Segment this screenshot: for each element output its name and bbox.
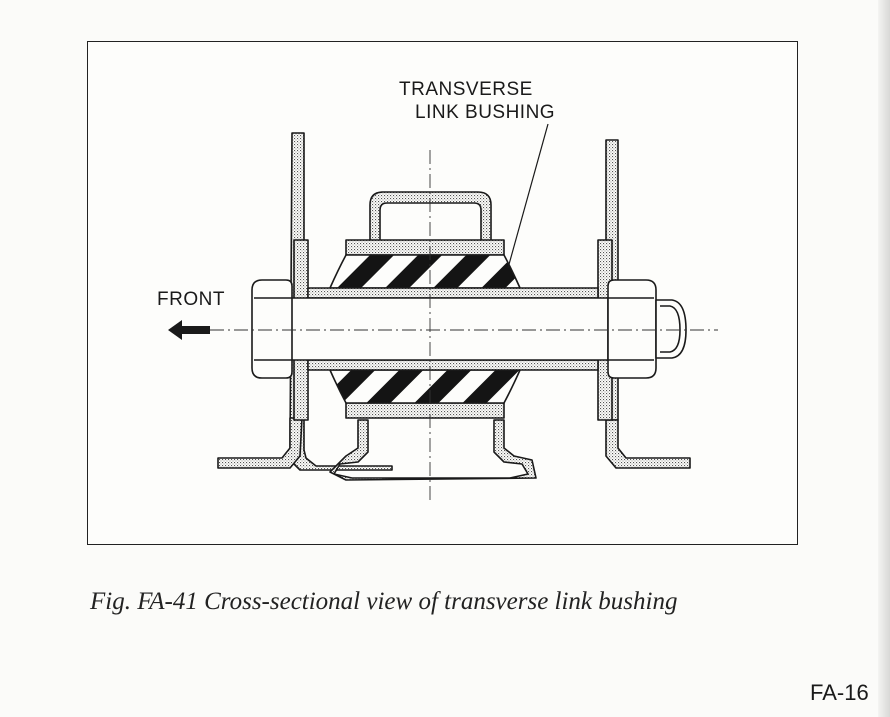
outer-sleeve-top [345,239,505,256]
bolt-shaft [289,297,609,361]
inner-sleeve-top [307,287,599,299]
lower-clamp [329,419,537,481]
bushing-label-line-2: LINK BUSHING [415,102,556,123]
rubber-bushing-top [329,254,521,289]
nut-cap [655,299,687,359]
right-bracket-foot [605,419,691,469]
inner-sleeve-bottom [307,359,599,371]
outer-sleeve-bottom [345,402,505,419]
front-label: FRONT [157,289,225,310]
bushing-label-line-1: TRANSVERSE [399,79,533,100]
label-leader-line [507,123,549,269]
page-number: FA-16 [810,680,869,705]
left-bolt-head [251,279,293,379]
right-nut [607,279,657,379]
front-arrow-icon [168,320,210,340]
figure-caption: Fig. FA-41 Cross-sectional view of trans… [90,588,678,615]
left-bracket-foot [217,417,303,469]
page-edge-shadow [878,0,890,717]
rubber-bushing-bottom [329,369,521,404]
